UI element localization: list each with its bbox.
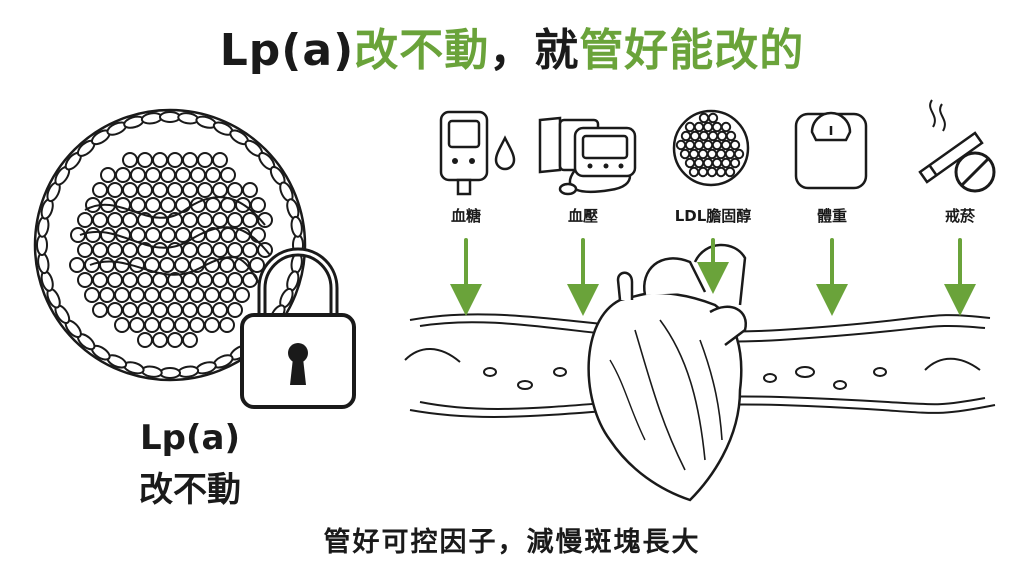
title-part2: 改不動	[354, 25, 490, 76]
lp-a-label: Lp(a)	[139, 418, 241, 458]
glucose-meter-icon	[439, 110, 516, 196]
no-smoking-icon	[918, 99, 996, 193]
factor-label-blood-sugar: 血糖	[450, 207, 481, 225]
artery-icon	[404, 313, 996, 418]
factor-label-blood-pressure: 血壓	[567, 207, 598, 225]
title-part1: Lp(a)	[219, 25, 355, 76]
title-part3: ，就	[489, 25, 580, 76]
factor-label-weight: 體重	[816, 207, 847, 225]
blood-pressure-monitor-icon	[538, 116, 637, 196]
factor-arrows	[450, 238, 976, 316]
title-part4: 管好能改的	[579, 25, 805, 76]
page-title: Lp(a)改不動，就管好能改的	[0, 14, 1024, 78]
factor-label-ldl: LDL膽固醇	[674, 207, 752, 225]
lp-a-particle-icon	[33, 108, 307, 382]
heart-icon	[587, 243, 748, 502]
bottom-caption: 管好可控因子，減慢斑塊長大	[323, 527, 701, 558]
ldl-particle-icon	[672, 109, 750, 187]
factor-label-quit-smoking: 戒菸	[944, 207, 975, 225]
padlock-icon	[240, 247, 356, 409]
lp-a-status-label: 改不動	[139, 470, 241, 510]
scale-icon	[794, 111, 868, 190]
